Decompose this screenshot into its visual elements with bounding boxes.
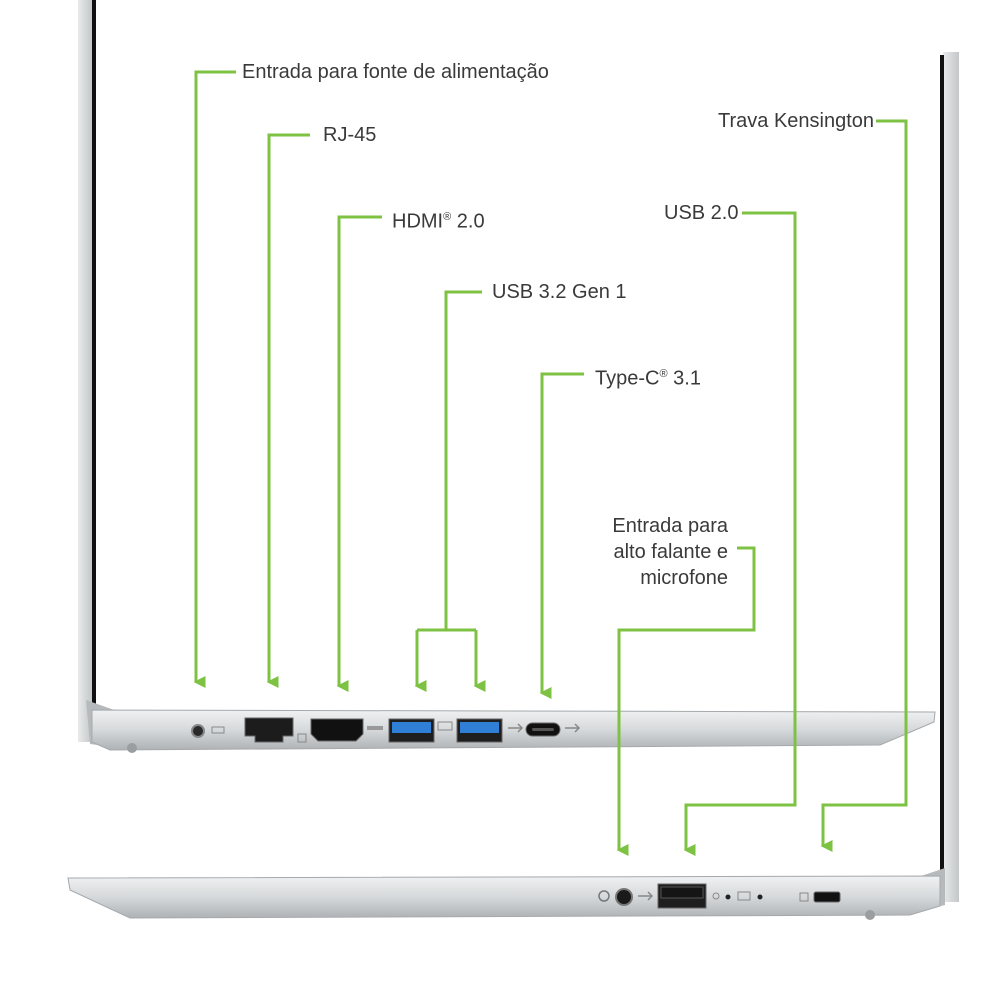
label-hdmi-registered: ® <box>443 211 452 223</box>
label-audio-line1: Entrada para <box>612 515 728 537</box>
leader-typec <box>539 372 584 699</box>
label-hdmi-main: HDMI <box>392 210 444 233</box>
usb-symbol-icon <box>508 723 524 733</box>
usb-a-tongue-icon <box>660 886 704 899</box>
label-audio-line3: microfone <box>640 567 728 589</box>
leader-usb32 <box>444 290 482 630</box>
base-right <box>67 875 941 919</box>
usb-symbol-icon <box>565 723 581 733</box>
leader-power <box>193 70 236 688</box>
usb-a-tongue-icon <box>392 722 431 733</box>
label-hdmi: HDMI® 2.0 <box>392 205 485 234</box>
leader-rj45 <box>266 133 310 688</box>
ethernet-port-icon <box>244 717 294 743</box>
power-symbol-icon <box>211 726 225 734</box>
foot-icon <box>865 910 875 920</box>
foot-icon <box>127 743 137 753</box>
usb-symbol-icon <box>638 891 654 901</box>
label-usb20: USB 2.0 <box>664 202 739 224</box>
lid-edge-left <box>78 0 92 742</box>
headset-symbol-icon <box>598 890 610 902</box>
status-led-icon <box>757 894 763 900</box>
leader-hdmi <box>336 215 382 692</box>
label-typec-main: Type-C <box>595 367 660 390</box>
laptop-right-side <box>67 52 959 920</box>
leader-usb20 <box>683 211 797 856</box>
label-audio-line2: alto falante e <box>613 541 728 563</box>
leader-kensington <box>820 119 908 852</box>
leader-audio <box>616 546 756 856</box>
lid-bezel-right <box>940 55 944 875</box>
label-kensington: Trava Kensington <box>718 110 875 132</box>
activity-symbol-icon <box>712 892 720 900</box>
headset-jack-icon <box>615 888 633 906</box>
label-power: Entrada para fonte de alimentação <box>242 61 549 83</box>
kensington-lock-icon <box>813 891 841 903</box>
label-audio: Entrada para alto falante e microfone <box>598 513 728 591</box>
usb-c-tongue-icon <box>532 728 554 731</box>
label-typec-version: 3.1 <box>667 367 701 390</box>
label-rj45: RJ-45 <box>323 124 377 146</box>
label-typec: Type-C® 3.1 <box>595 362 701 391</box>
status-led-icon <box>725 894 731 900</box>
usb-ss-symbol-icon <box>437 721 453 731</box>
label-hdmi-version: 2.0 <box>451 210 485 233</box>
lid-bezel-left <box>92 0 96 706</box>
hdmi-symbol-icon <box>367 726 383 730</box>
laptop-left-side <box>78 0 936 753</box>
lock-symbol-icon <box>799 892 809 902</box>
usb-a-tongue-icon <box>460 722 499 733</box>
base-left <box>91 709 936 751</box>
label-typec-registered: ® <box>659 368 668 380</box>
battery-symbol-icon <box>737 891 751 901</box>
dc-jack-icon <box>191 724 205 738</box>
leader-lines <box>193 70 908 856</box>
hdmi-port-icon <box>310 718 364 742</box>
label-usb32: USB 3.2 Gen 1 <box>492 281 627 303</box>
lid-edge-right <box>943 52 959 902</box>
ethernet-symbol-icon <box>297 733 307 743</box>
